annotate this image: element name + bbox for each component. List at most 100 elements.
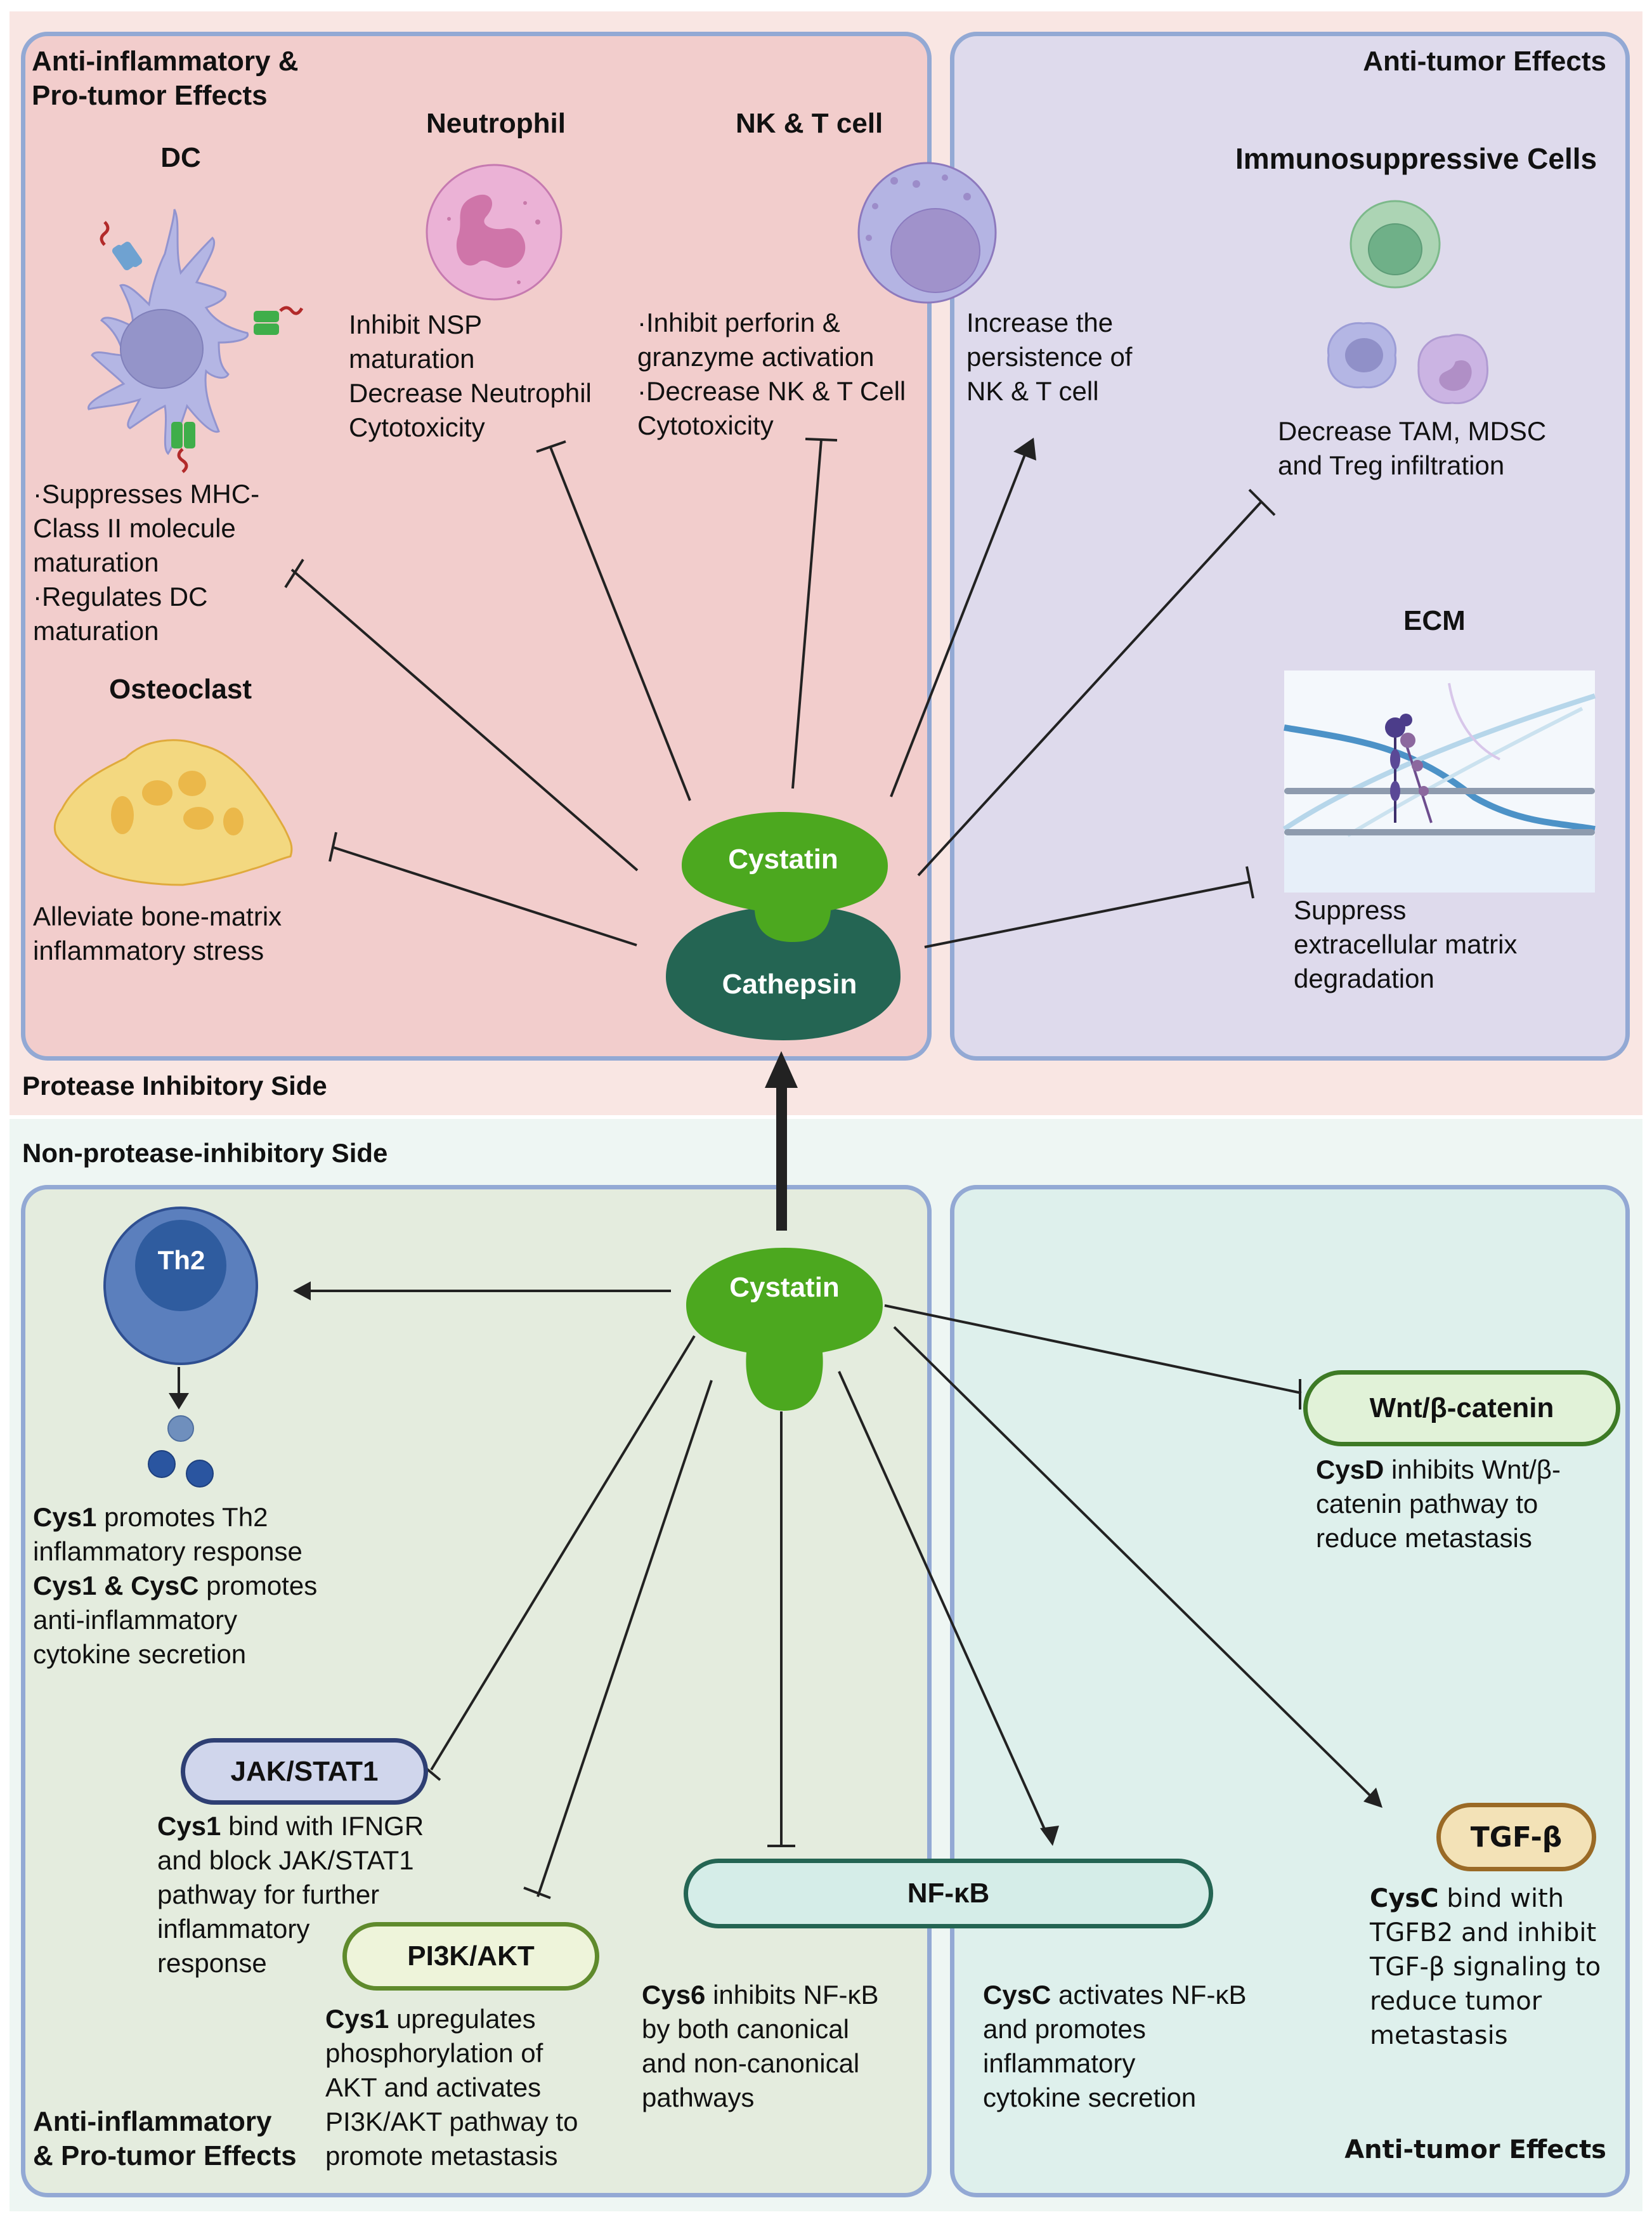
- pi3k-line: promote metastasis: [325, 2141, 558, 2171]
- arrowhead-nk-persist: [1013, 438, 1036, 461]
- pro-tumor-title-line1: Anti-inflammatory &: [32, 46, 299, 77]
- tgf-bold: CysC: [1370, 1884, 1439, 1913]
- dc-title: DC: [160, 142, 201, 173]
- inhibit-bar-dc: [284, 558, 304, 589]
- nfkb-left-rest: inhibits NF-κB: [705, 1980, 879, 2010]
- jak-effects-text: Cys1 bind with IFNGR and block JAK/STAT1…: [157, 1809, 424, 1980]
- dc-effects-text: ·Suppresses MHC- Class II molecule matur…: [33, 477, 259, 648]
- nfkb-left-line: pathways: [642, 2083, 755, 2112]
- cystatin-top-label: Cystatin: [728, 844, 838, 875]
- pi3k-line: Cys1 upregulates: [325, 2002, 578, 2036]
- cathepsin-label: Cathepsin: [722, 969, 857, 1000]
- jak-bold: Cys1: [157, 1811, 221, 1841]
- non-protease-inhibitory-label: Non-protease-inhibitory Side: [22, 1138, 388, 1168]
- pi3k-line: PI3K/AKT pathway to: [325, 2107, 578, 2136]
- nk-persist-text: Increase the persistence of NK & T cell: [966, 306, 1132, 409]
- tam-mdsc-treg-icons: [1327, 322, 1489, 405]
- pi3k-akt-node: PI3K/AKT: [342, 1922, 599, 1991]
- ecm-title: ECM: [1403, 605, 1466, 636]
- th2-line: inflammatory response: [33, 1536, 302, 1566]
- inhibit-bar-osteoclast: [328, 832, 337, 862]
- immunosuppressive-title: Immunosuppressive Cells: [1235, 142, 1597, 175]
- osteoclast-effects-text: Alleviate bone-matrix inflammatory stres…: [33, 899, 282, 968]
- nkt-line: ·Decrease NK & T Cell: [637, 376, 906, 406]
- tgf-line: TGFB2 and inhibit: [1370, 1918, 1597, 1947]
- tgf-beta-node: TGF-β: [1436, 1803, 1596, 1871]
- th2-rest: promotes Th2: [96, 1502, 268, 1532]
- pro-tumor-footer: Anti-inflammatory & Pro-tumor Effects: [33, 2105, 297, 2173]
- inhibit-bar-neutrophil: [536, 440, 566, 453]
- nk-t-cell-icon: [857, 162, 997, 304]
- activate-line-tgf: [893, 1326, 1371, 1796]
- nfkb-right-bold: CysC: [983, 1980, 1051, 2010]
- nfkb-left-line: Cys6 inhibits NF-κB: [642, 1978, 878, 2012]
- inhibit-line-osteoclast: [333, 846, 637, 946]
- cystatin-cathepsin-complex: [666, 812, 901, 1040]
- jak-line: response: [157, 1948, 267, 1978]
- anti-tumor-title-top: Anti-tumor Effects: [1363, 46, 1606, 77]
- arrowhead-tgf: [1363, 1788, 1382, 1808]
- immuno-line: Decrease TAM, MDSC: [1278, 416, 1547, 446]
- immuno-line: and Treg infiltration: [1278, 450, 1505, 480]
- arrowhead-nfkb: [1040, 1826, 1059, 1846]
- nfkb-left-bold: Cys6: [642, 1980, 706, 2010]
- osteoclast-line: Alleviate bone-matrix: [33, 901, 282, 931]
- nkt-line: granzyme activation: [637, 342, 875, 372]
- inhibit-bar-pi3k: [523, 1887, 551, 1899]
- cystatin-shape: [682, 812, 888, 942]
- neutrophil-line: maturation: [349, 344, 475, 374]
- inhibit-line-immuno: [917, 501, 1262, 877]
- neutrophil-line: Cytotoxicity: [349, 412, 485, 442]
- wnt-line: reduce metastasis: [1316, 1523, 1532, 1553]
- neutrophil-effects-text: Inhibit NSP maturation Decrease Neutroph…: [349, 308, 592, 445]
- activate-line-nfkb: [838, 1371, 1048, 1834]
- wnt-rest: inhibits Wnt/β-: [1384, 1455, 1561, 1484]
- jak-line: Cys1 bind with IFNGR: [157, 1809, 424, 1843]
- inhibit-line-jak: [430, 1335, 696, 1771]
- anti-tumor-footer: Anti-tumor Effects: [1344, 2135, 1606, 2164]
- arrowhead-th2-secretion: [169, 1393, 189, 1410]
- pro-tumor-title-line2: Pro-tumor Effects: [32, 80, 268, 111]
- inhibit-line-dc: [290, 568, 639, 872]
- jak-line: pathway for further: [157, 1880, 380, 1909]
- tgf-line: metastasis: [1370, 2021, 1508, 2050]
- nkt-line: ·Inhibit perforin &: [637, 308, 840, 337]
- ecm-line: degradation: [1294, 964, 1434, 993]
- tgf-line: CysC bind with: [1370, 1881, 1601, 1916]
- osteoclast-title: Osteoclast: [109, 674, 252, 705]
- dc-line: ·Suppresses MHC-: [33, 479, 260, 509]
- nkt-effects-text: ·Inhibit perforin & granzyme activation …: [637, 306, 906, 443]
- inhibit-line-wnt: [884, 1304, 1302, 1394]
- ecm-effects-text: Suppress extracellular matrix degradatio…: [1294, 893, 1517, 996]
- tgf-line: reduce tumor: [1370, 1987, 1542, 2016]
- nfkb-right-line: cytokine secretion: [983, 2083, 1197, 2112]
- nfkb-left-line: by both canonical: [642, 2014, 849, 2044]
- immunosuppressive-effects-text: Decrease TAM, MDSC and Treg infiltration: [1278, 414, 1546, 483]
- protease-inhibitory-label: Protease Inhibitory Side: [22, 1071, 327, 1101]
- panel-anti-tumor-bottom: [950, 1185, 1630, 2197]
- nfkb-right-line: and promotes: [983, 2014, 1146, 2044]
- th2-label: Th2: [157, 1245, 205, 1275]
- cystatin-bottom-shape: [686, 1248, 883, 1411]
- neutrophil-cell-icon: [426, 164, 563, 301]
- nk-persist-line: Increase the: [966, 308, 1114, 337]
- wnt-line: catenin pathway to: [1316, 1489, 1538, 1519]
- pro-tumor-title: Anti-inflammatory & Pro-tumor Effects: [32, 44, 298, 113]
- main-arrow-shaft: [776, 1088, 787, 1231]
- tgf-line: TGF-β signaling to: [1370, 1953, 1601, 1982]
- dc-line: maturation: [33, 616, 159, 646]
- neutrophil-title: Neutrophil: [426, 108, 566, 139]
- pro-tumor-footer-line2: & Pro-tumor Effects: [33, 2140, 297, 2171]
- jak-rest: bind with IFNGR: [221, 1811, 424, 1841]
- th2-bold: Cys1 & CysC: [33, 1571, 199, 1600]
- main-arrowhead: [765, 1051, 798, 1088]
- pi3k-rest: upregulates: [389, 2004, 536, 2034]
- immunosuppressive-cells-icon: [1350, 200, 1441, 289]
- nk-persist-line: persistence of: [966, 342, 1133, 372]
- ecm-line: Suppress: [1294, 895, 1407, 925]
- nf-kb-node: NF-κB: [684, 1859, 1213, 1928]
- wnt-line: CysD inhibits Wnt/β-: [1316, 1453, 1561, 1487]
- inhibit-line-pi3k: [537, 1380, 713, 1897]
- neutrophil-line: Inhibit NSP: [349, 310, 483, 339]
